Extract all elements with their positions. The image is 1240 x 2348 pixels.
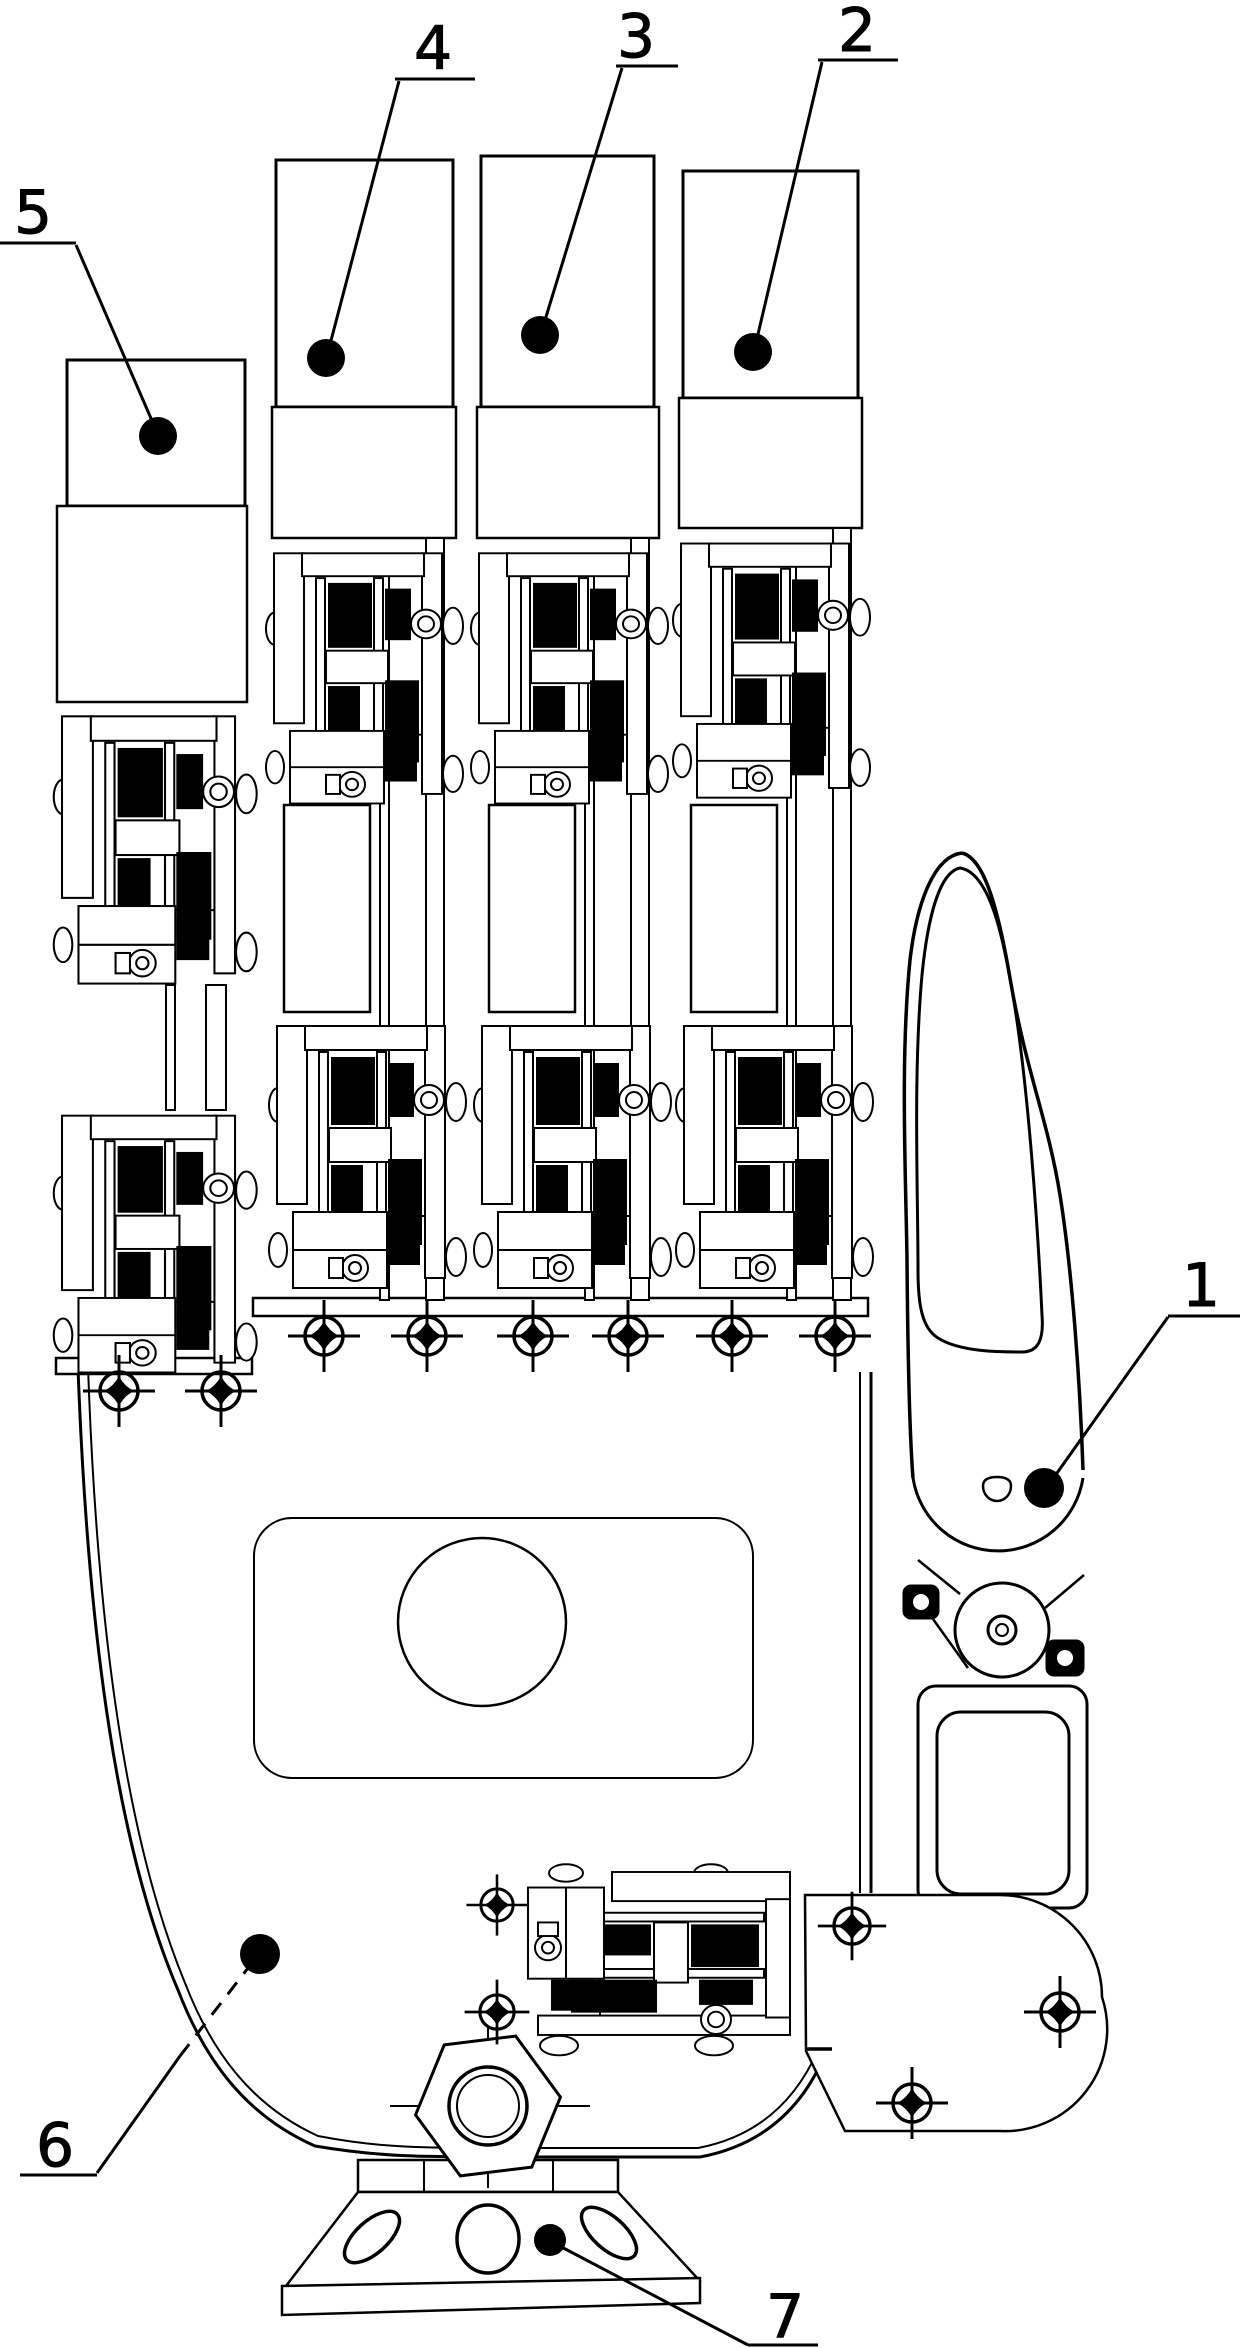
middle-joint-mechanism-lower (473, 1025, 672, 1289)
callout-3-label: 3 (617, 2, 655, 72)
base-slot-left (342, 2209, 402, 2265)
ring-joint-mechanism-lower (268, 1025, 467, 1289)
thumb-ball-joint (911, 1477, 1085, 1553)
hex-nut-bore-inner (456, 2074, 520, 2138)
thumb (902, 851, 1089, 1910)
callout-3: 3 (521, 2, 678, 354)
wrist-crosshair-lower (463, 1978, 531, 2046)
index-middle-shell (689, 803, 779, 1014)
ring-finger (265, 158, 467, 1301)
ring-fingertip (274, 158, 455, 409)
callout-7: 7 (534, 2224, 818, 2348)
knuckle-bar (251, 1296, 870, 1318)
callout-2: 2 (734, 0, 898, 371)
thumb-pulley (953, 1581, 1051, 1679)
thumb-inner-outline (915, 866, 1044, 1354)
callout-4-dot (307, 339, 345, 377)
middle-finger (470, 154, 672, 1301)
base-slot-right (579, 2205, 639, 2261)
middle-proximal-shell (475, 405, 661, 540)
callout-1: 1 (1024, 1251, 1240, 1508)
thumb-drive-mechanism (527, 1863, 791, 2057)
thumb-frame-inner (935, 1710, 1071, 1896)
ring-middle-shell (282, 803, 372, 1014)
palm-window-hole (396, 1536, 568, 1708)
callout-4: 4 (307, 14, 475, 377)
middle-fingertip (479, 154, 656, 409)
callout-2-dot (734, 333, 772, 371)
hex-nut-bore-outer (447, 2065, 529, 2147)
palm-window-cutout (253, 1517, 754, 1779)
ring-proximal-shell (270, 405, 458, 540)
callout-6-dot (240, 1934, 280, 1974)
callout-6-label: 6 (36, 2111, 74, 2181)
callout-3-dot (521, 316, 559, 354)
index-joint-mechanism-lower (675, 1025, 874, 1289)
little-joint-mechanism-lower (52, 1114, 258, 1374)
palm-left-edge-inner (87, 1365, 819, 2149)
wrist-crosshair-upper (464, 1872, 530, 1938)
callout-6: 6 (20, 1934, 280, 2182)
little-finger (52, 358, 258, 1374)
thumb-notch (981, 1475, 1013, 1503)
callout-7-dot (534, 2224, 566, 2256)
hex-nut-outline (413, 2034, 563, 2178)
callout-7-label: 7 (766, 2282, 804, 2348)
palm-left-edge-outer (76, 1367, 828, 2159)
thumb-drive-assembly (527, 1863, 1109, 2141)
callout-1-dot (1024, 1468, 1064, 1508)
palm (54, 1296, 873, 2159)
thumb-link-plate (803, 1893, 1109, 2133)
callout-5: 5 (0, 178, 177, 455)
callout-4-label: 4 (414, 14, 452, 84)
wrist-hex-nut (390, 1872, 590, 2188)
callout-1-label: 1 (1182, 1251, 1220, 1321)
mounting-base (280, 2158, 702, 2317)
index-finger (672, 169, 874, 1301)
index-proximal-shell (677, 396, 864, 530)
callout-2-label: 2 (838, 0, 876, 66)
index-joint-mechanism-upper (672, 542, 871, 799)
little-middle-shell (55, 504, 249, 704)
callout-5-label: 5 (14, 178, 52, 248)
callout-5-dot (139, 417, 177, 455)
thumb-outer-outline (902, 851, 963, 1479)
base-plate (280, 2276, 702, 2317)
ring-joint-mechanism-upper (265, 552, 464, 805)
middle-middle-shell (487, 803, 577, 1014)
little-joint-mechanism-upper (52, 715, 258, 985)
base-hole-center (455, 2203, 521, 2275)
thumb-outer-right (961, 851, 1085, 1471)
middle-joint-mechanism-upper (470, 552, 669, 805)
